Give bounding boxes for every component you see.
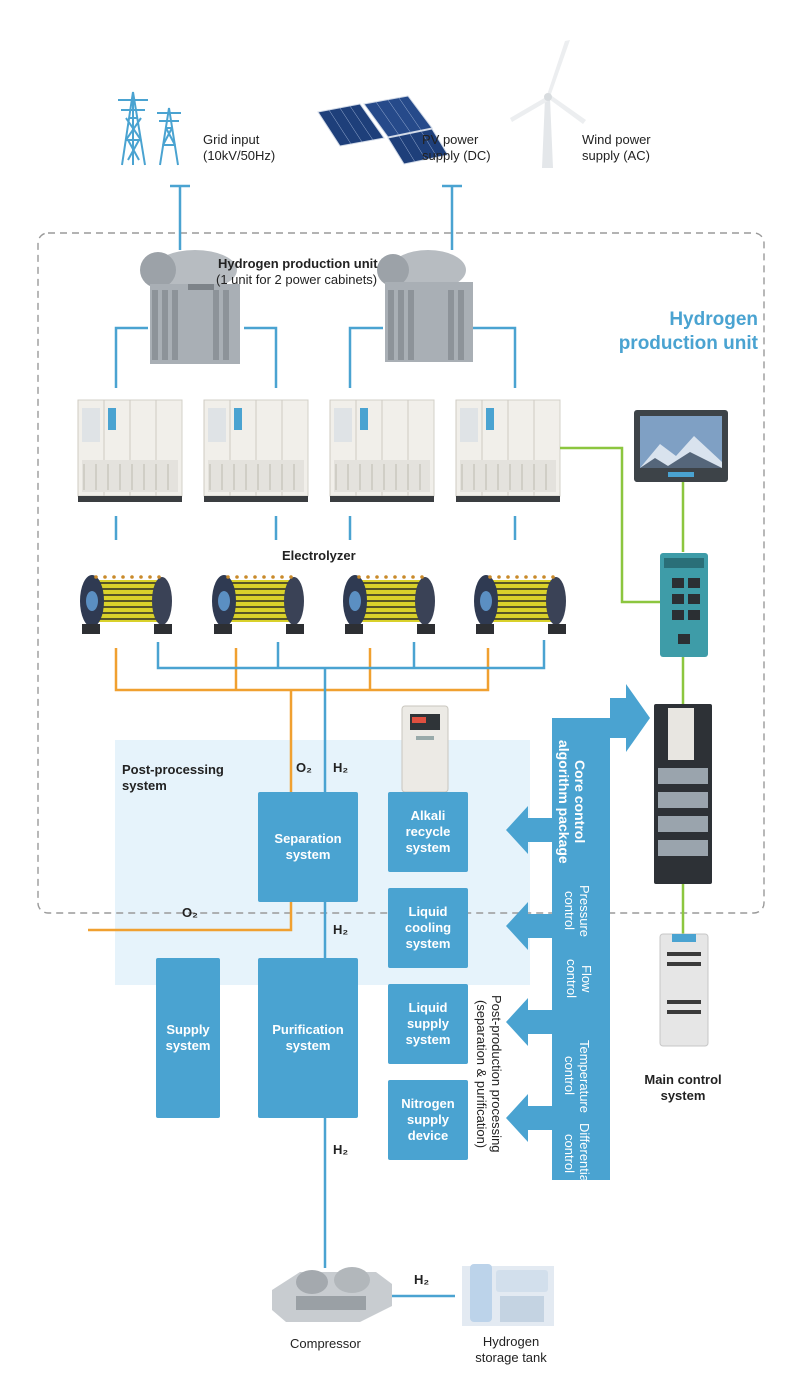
liquid-cooling-box: Liquid cooling system — [388, 888, 468, 968]
electrolyzer-label: Electrolyzer — [282, 548, 356, 563]
transformer-icon — [377, 250, 473, 362]
alkali-recycle-box: Alkali recycle system — [388, 792, 468, 872]
h2-bottom-label: H₂ — [333, 1142, 349, 1157]
electrolyzer-icon — [343, 575, 435, 634]
electrolyzers — [80, 575, 566, 634]
unit-boundary — [37, 232, 765, 914]
control-bar-title: Core control algorithm package — [556, 740, 588, 864]
control-arrows — [506, 806, 552, 1142]
transmission-tower-icon — [118, 91, 181, 166]
solar-panel-icon — [317, 95, 449, 165]
cabinet-electrolyzer-lines — [114, 516, 517, 540]
electrolyzer-icon — [80, 575, 172, 634]
electrolyzer-icon — [474, 575, 566, 634]
power-cabinet-icon — [203, 399, 309, 502]
power-cabinet-icon — [329, 399, 435, 502]
differential-control-label: Differential control — [562, 1123, 592, 1185]
control-wiring — [560, 446, 685, 934]
plc-controller-icon — [654, 704, 712, 884]
nitrogen-supply-box: Nitrogen supply device — [388, 1080, 468, 1160]
hydrogen-manifold — [156, 640, 546, 1298]
main-control-label: Main control system — [644, 1072, 722, 1103]
hmi-screen-icon — [634, 410, 728, 482]
o2-top-label: O₂ — [296, 760, 312, 775]
compressor-label: Compressor — [290, 1336, 361, 1351]
wind-supply-label: Wind power supply (AC) — [582, 132, 651, 163]
servo-drive-icon — [659, 933, 709, 1047]
flow-control-label: Flow control — [564, 959, 594, 999]
post-production-label: Post-production processing (separation &… — [474, 995, 504, 1153]
supply-system-box: Supply system — [156, 958, 220, 1118]
source-lines — [170, 184, 462, 250]
transformer-note-sub: (1 unit for 2 power cabinets) — [216, 272, 378, 287]
storage-tank-icon — [462, 1264, 554, 1326]
power-cabinet-icon — [77, 399, 183, 502]
transformer-icon — [140, 250, 240, 364]
control-bar-lower — [552, 982, 610, 1180]
grid-input-label: Grid input (10kV/50Hz) — [203, 132, 276, 163]
pressure-control-label: Pressure control — [562, 884, 592, 938]
h2-transfer-label: H₂ — [414, 1272, 430, 1287]
liquid-supply-box: Liquid supply system — [388, 984, 468, 1064]
h2-top-label: H₂ — [333, 760, 349, 775]
transformer-note-title: Hydrogen production unit — [218, 256, 378, 271]
h2-mid-label: H₂ — [333, 922, 349, 937]
transformer-feed-lines — [114, 326, 517, 388]
storage-tank-label: Hydrogen storage tank — [475, 1334, 547, 1365]
separation-system-box: Separation system — [258, 792, 358, 902]
inverter-icon — [401, 705, 449, 793]
network-switch-icon — [660, 553, 708, 657]
electrolyzer-icon — [212, 575, 304, 634]
control-output-arrow — [610, 684, 650, 752]
wind-turbine-icon — [510, 40, 586, 168]
compressor-icon — [272, 1267, 392, 1322]
post-processing-title: Post-processing system — [122, 762, 224, 793]
temperature-control-label: Temperature control — [562, 1039, 592, 1113]
pv-supply-label: PV power supply (DC) — [422, 132, 491, 163]
control-bar — [552, 718, 610, 982]
o2-side-label: O₂ — [182, 905, 198, 920]
unit-title: Hydrogen production unit — [618, 309, 758, 354]
purification-system-box: Purification system — [258, 958, 358, 1118]
power-cabinets — [77, 399, 561, 502]
power-cabinet-icon — [455, 399, 561, 502]
oxygen-manifold — [88, 648, 490, 932]
